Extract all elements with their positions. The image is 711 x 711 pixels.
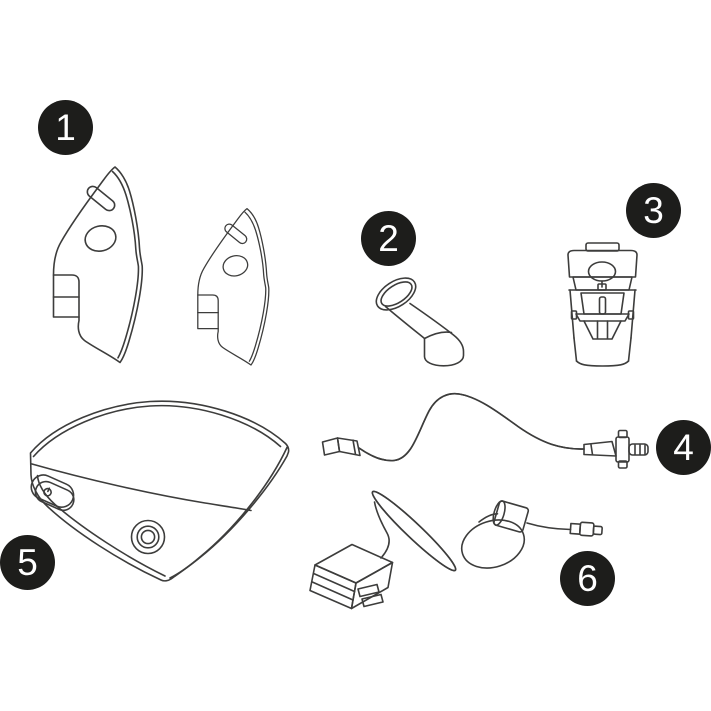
part-6-badge: 6 [560, 551, 615, 606]
part-4-badge: 4 [656, 420, 711, 475]
part-3-number: 3 [643, 190, 664, 231]
face-masks-illustration [52, 166, 270, 366]
part-3-badge: 3 [626, 183, 681, 238]
part-4-number: 4 [673, 427, 694, 468]
power-button [30, 474, 75, 512]
air-outlet-port [130, 519, 166, 555]
cable-plug [569, 521, 603, 537]
part-1-badge: 1 [38, 100, 93, 155]
compressor-unit-illustration [29, 400, 290, 582]
air-tube-illustration [321, 392, 649, 469]
nebulizer-cup-illustration [567, 242, 638, 367]
part-5-badge: 5 [0, 535, 55, 590]
part-6-number: 6 [577, 558, 598, 599]
part-2-badge: 2 [361, 211, 416, 266]
adult-mask-illustration [52, 166, 144, 364]
mouthpiece-illustration [375, 277, 465, 367]
part-5-number: 5 [17, 542, 38, 583]
part-2-number: 2 [378, 218, 399, 259]
child-mask-illustration [197, 207, 270, 366]
wall-adapter [309, 543, 394, 610]
ferrite-bead [492, 500, 530, 533]
power-adapter-cable-illustration [309, 490, 603, 610]
part-1-number: 1 [55, 107, 76, 148]
